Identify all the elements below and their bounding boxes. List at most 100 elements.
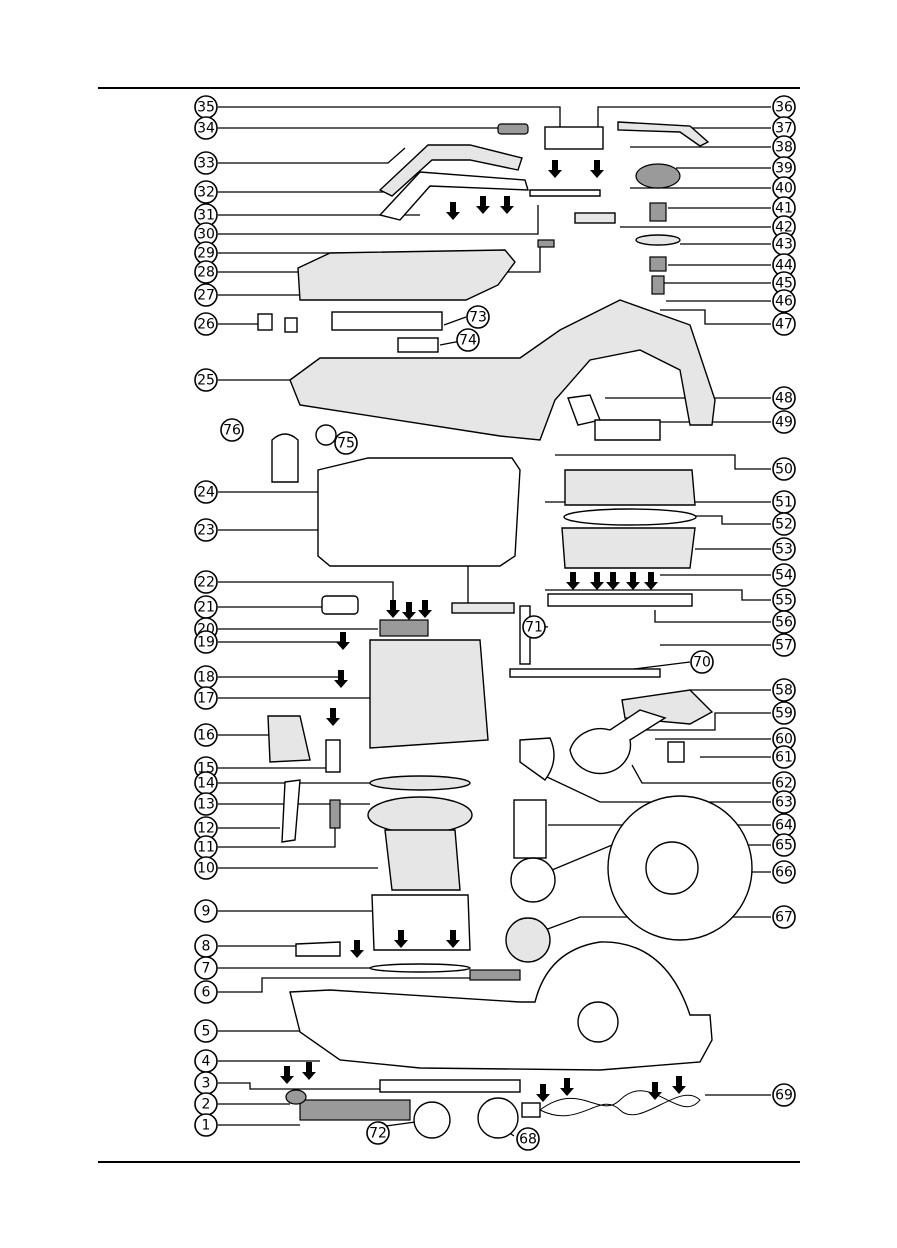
callout-inner-2: 75 [335, 432, 357, 454]
callout-number: 62 [775, 776, 793, 792]
callout-number: 73 [469, 310, 487, 326]
callout-right-20: 56 [773, 611, 795, 633]
lever-37-drawing [618, 122, 708, 146]
callout-right-24: 59 [773, 702, 795, 724]
callout-left-32: 4 [195, 1050, 217, 1072]
callout-number: 46 [775, 294, 793, 310]
callout-number: 21 [197, 600, 215, 616]
callout-right-29: 64 [773, 814, 795, 836]
callout-number: 67 [775, 910, 793, 926]
boiler-base-53-drawing [562, 528, 695, 568]
callout-left-12: 24 [195, 481, 217, 503]
pcb-73-drawing [332, 312, 442, 330]
callout-left-20: 16 [195, 724, 217, 746]
callout-right-4: 40 [773, 177, 795, 199]
callout-number: 44 [775, 258, 793, 274]
elbow-63-drawing [520, 738, 554, 780]
callout-inner-4: 72 [367, 1122, 389, 1144]
callout-number: 48 [775, 391, 793, 407]
washer-43-drawing [636, 235, 680, 245]
plate-70-drawing [510, 669, 660, 677]
callout-number: 28 [197, 265, 215, 281]
callout-left-19: 17 [195, 687, 217, 709]
callout-number: 7 [202, 961, 211, 977]
callout-right-28: 63 [773, 791, 795, 813]
valve-44-drawing [650, 257, 666, 271]
callout-inner-3: 71 [523, 616, 545, 638]
callout-number: 52 [775, 517, 793, 533]
valve-41-drawing [650, 203, 666, 221]
callout-number: 38 [775, 140, 793, 156]
callout-left-25: 11 [195, 836, 217, 858]
filter-67-drawing [506, 918, 550, 962]
callout-right-3: 39 [773, 157, 795, 179]
callout-number: 30 [197, 227, 215, 243]
callout-number: 49 [775, 415, 793, 431]
callout-left-2: 33 [195, 152, 217, 174]
cover-13-drawing [368, 797, 472, 833]
callout-number: 18 [197, 670, 215, 686]
callout-number: 63 [775, 795, 793, 811]
callout-number: 74 [459, 333, 477, 349]
cover-block-35-36-drawing [545, 127, 603, 149]
ring-65-drawing [511, 858, 555, 902]
callout-left-9: 26 [195, 313, 217, 335]
callout-right-14: 50 [773, 458, 795, 480]
callout-number: 59 [775, 706, 793, 722]
motor-housing-17-drawing [370, 640, 488, 748]
part-59-drawing [570, 710, 665, 773]
callout-number: 60 [775, 732, 793, 748]
callout-right-26: 61 [773, 746, 795, 768]
part-20-drawing [380, 620, 428, 636]
part-75-drawing [316, 425, 336, 445]
callout-inner-1: 74 [457, 329, 479, 351]
ring-68-drawing [478, 1098, 518, 1138]
callout-number: 45 [775, 276, 793, 292]
callout-number: 75 [337, 436, 355, 452]
callout-number: 55 [775, 593, 793, 609]
callout-right-30: 65 [773, 834, 795, 856]
callout-number: 11 [197, 840, 215, 856]
callout-number: 61 [775, 750, 793, 766]
callout-left-8: 27 [195, 284, 217, 306]
tube-64-drawing [514, 800, 546, 858]
part-8-drawing [296, 942, 340, 956]
callout-right-17: 53 [773, 538, 795, 560]
callout-number: 26 [197, 317, 215, 333]
callout-number: 36 [775, 100, 793, 116]
callout-left-30: 6 [195, 981, 217, 1003]
callout-number: 53 [775, 542, 793, 558]
callout-number: 56 [775, 615, 793, 631]
callout-left-0: 35 [195, 96, 217, 118]
callout-right-32: 67 [773, 906, 795, 928]
callout-left-31: 5 [195, 1020, 217, 1042]
callout-right-16: 52 [773, 513, 795, 535]
callout-number: 70 [693, 655, 711, 671]
strip-23-drawing [452, 603, 514, 613]
disc-72-drawing [414, 1102, 450, 1138]
callout-number: 66 [775, 865, 793, 881]
handle-part-34-drawing [498, 124, 528, 134]
part-29-drawing [538, 240, 554, 247]
plate-55-drawing [548, 594, 692, 606]
bracket-49-drawing [595, 420, 660, 440]
callout-number: 40 [775, 181, 793, 197]
callout-number: 13 [197, 797, 215, 813]
part-69-plug-drawing [522, 1103, 540, 1117]
callout-number: 6 [202, 985, 211, 1001]
callout-left-7: 28 [195, 261, 217, 283]
callout-right-23: 58 [773, 679, 795, 701]
callout-left-18: 18 [195, 666, 217, 688]
callout-left-10: 25 [195, 369, 217, 391]
callout-right-22: 70 [691, 651, 713, 673]
label-74-drawing [398, 338, 438, 352]
callout-right-2: 38 [773, 136, 795, 158]
callout-right-15: 51 [773, 491, 795, 513]
part-12-drawing [282, 780, 300, 842]
callout-left-26: 10 [195, 857, 217, 879]
callout-number: 37 [775, 121, 793, 137]
part-15-drawing [326, 740, 340, 772]
callout-left-17: 19 [195, 631, 217, 653]
callout-number: 16 [197, 728, 215, 744]
